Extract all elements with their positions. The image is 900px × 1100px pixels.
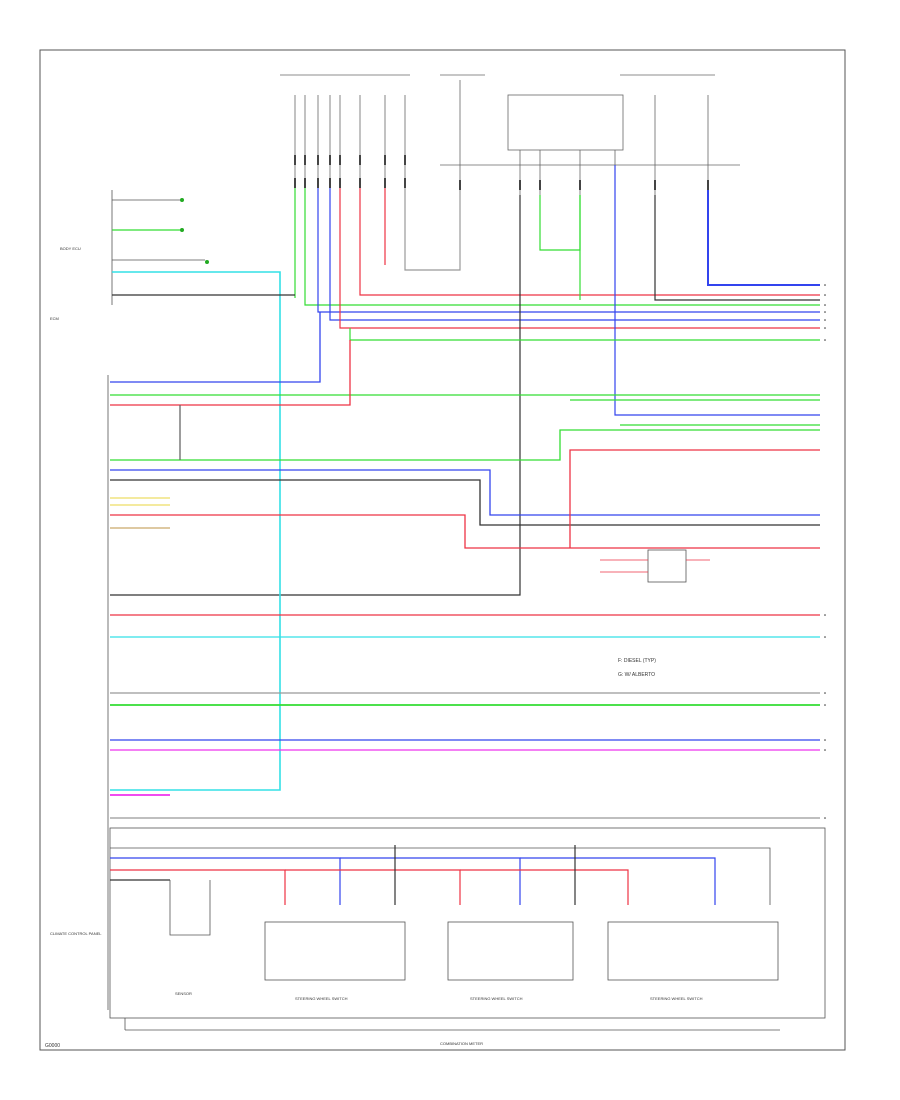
connector-pins: [294, 155, 709, 190]
steering-switch-mid-box: [447, 921, 574, 981]
top-connector-group: [280, 74, 740, 200]
steering-switch-right-box: [607, 921, 779, 981]
bottom-caption: COMBINATION METER: [440, 1041, 483, 1046]
switch-right-label: STEERING WHEEL SWITCH: [650, 996, 703, 1001]
legend: F: DIESEL (TYP) G: W/ ALBERTO: [618, 658, 656, 678]
switch-mid-label: STEERING WHEEL SWITCH: [470, 996, 523, 1001]
legend-item-2: G: W/ ALBERTO: [618, 672, 655, 678]
left-upper-wires: [110, 229, 295, 791]
sensor-label: SENSOR: [175, 991, 192, 996]
ecm-label: ECM: [50, 316, 59, 321]
climate-panel-label: CLIMATE CONTROL PANEL: [50, 931, 102, 936]
switch-left-label: STEERING WHEEL SWITCH: [295, 996, 348, 1001]
ground-label: G0000: [45, 1043, 60, 1049]
diagram-frame: [39, 49, 846, 1051]
body-ecu-label: BODY ECU: [60, 246, 81, 251]
left-upper-dots: [180, 198, 209, 264]
relay-box: [600, 547, 710, 583]
right-pin-markers: [824, 284, 826, 819]
switch-boxes: [124, 921, 780, 1031]
left-upper-block: [111, 190, 205, 305]
bottom-section: [109, 827, 826, 1019]
steering-switch-left-box: [264, 921, 406, 981]
legend-item-1: F: DIESEL (TYP): [618, 658, 656, 664]
top-vertical-wires: [110, 165, 820, 596]
main-harness-wires: [110, 312, 820, 819]
